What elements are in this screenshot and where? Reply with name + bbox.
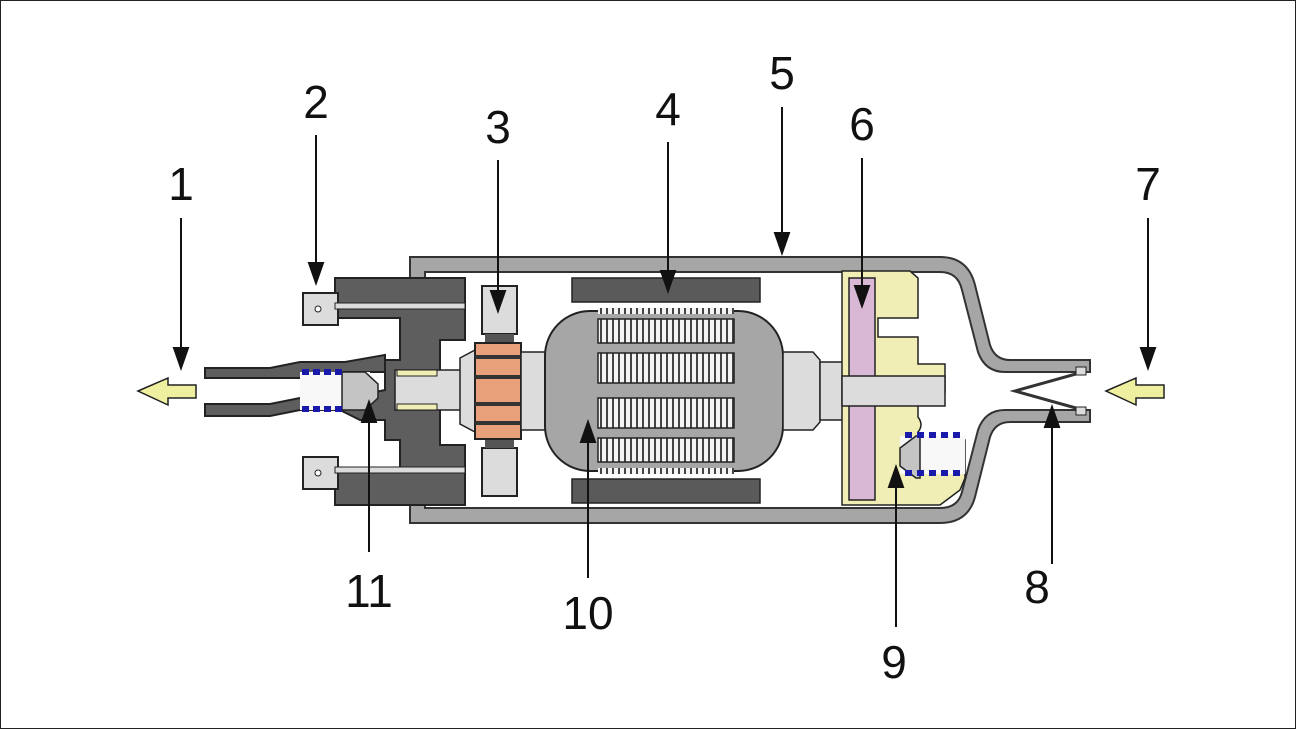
label-2: 2	[303, 76, 329, 128]
leader-arrow-9	[887, 463, 905, 627]
label-7: 7	[1135, 158, 1161, 210]
leader-arrow-6	[853, 158, 871, 310]
terminal-top	[302, 292, 466, 326]
leader-arrow-1	[172, 218, 190, 372]
leader-arrow-5	[773, 107, 791, 257]
label-4: 4	[655, 83, 681, 135]
leader-arrow-8	[1043, 403, 1061, 564]
leader-arrow-2	[307, 135, 325, 287]
label-3: 3	[485, 101, 511, 153]
housing	[409, 256, 1091, 524]
label-11: 11	[345, 565, 393, 617]
leader-arrow-7	[1139, 218, 1157, 372]
label-10: 10	[562, 587, 613, 639]
armature	[544, 308, 846, 474]
leader-arrow-3	[489, 160, 507, 315]
label-9: 9	[881, 636, 907, 688]
inlet-spring	[1009, 366, 1087, 416]
commutator	[459, 342, 552, 440]
inlet-flow-arrow-icon	[1104, 376, 1165, 407]
leader-arrow-11	[360, 398, 378, 552]
label-5: 5	[769, 47, 795, 99]
label-6: 6	[849, 98, 875, 150]
magnet-bottom	[571, 478, 761, 504]
label-8: 8	[1024, 561, 1050, 613]
leader-arrow-10	[579, 418, 597, 578]
outlet-flow-arrow-icon	[136, 376, 197, 407]
outlet-check-valve	[300, 369, 379, 412]
leader-arrow-4	[659, 142, 677, 295]
inlet-check-valve	[899, 432, 965, 479]
label-1: 1	[168, 158, 194, 210]
terminal-bottom	[302, 456, 466, 490]
